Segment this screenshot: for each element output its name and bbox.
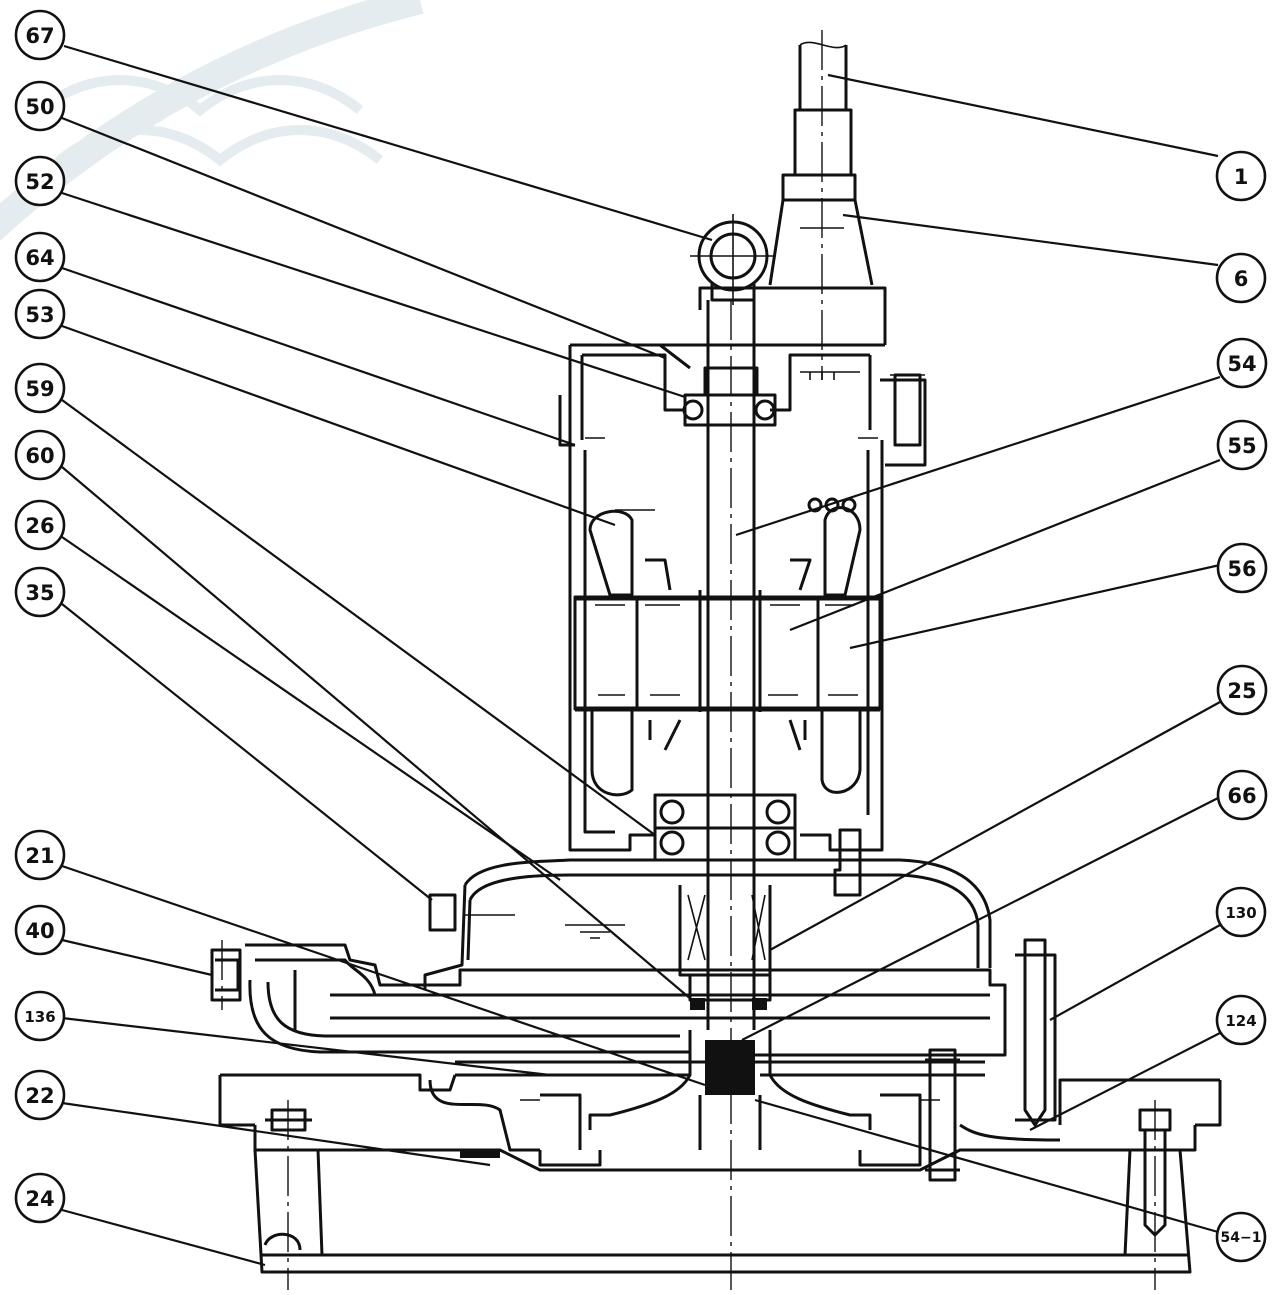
leader-50	[61, 116, 666, 360]
lower-bearings	[653, 793, 797, 862]
leader-21	[61, 864, 706, 1087]
oil-chamber	[423, 828, 992, 990]
callout-26: 26	[14, 499, 66, 551]
callout-label: 56	[1227, 557, 1256, 581]
leader-56	[849, 563, 1221, 650]
callout-label: 67	[25, 24, 54, 48]
callout-label: 59	[25, 377, 54, 401]
callout-label: 21	[25, 844, 54, 868]
stator-rotor-core	[573, 590, 882, 712]
leader-124	[1029, 1032, 1221, 1131]
callout-35: 35	[14, 566, 66, 618]
leader-24	[61, 1208, 266, 1267]
callout-54: 54	[1216, 337, 1268, 389]
callout-6: 6	[1215, 252, 1267, 304]
leader-6	[842, 213, 1219, 267]
leader-54-1	[754, 1098, 1219, 1234]
leader-54	[735, 375, 1221, 537]
watermark-logo	[0, 0, 424, 242]
leader-64	[61, 266, 576, 447]
leader-136	[61, 1016, 551, 1077]
leader-1	[827, 73, 1219, 158]
callout-40: 40	[14, 904, 66, 956]
leader-40	[61, 938, 213, 977]
callout-label: 55	[1227, 434, 1256, 458]
callout-21: 21	[14, 829, 66, 881]
callout-label: 136	[24, 1008, 55, 1026]
leader-22	[61, 1101, 491, 1167]
callout-label: 64	[25, 246, 54, 270]
callout-22: 22	[14, 1069, 66, 1121]
callout-1: 1	[1215, 150, 1267, 202]
callout-59: 59	[14, 362, 66, 414]
callout-66: 66	[1216, 769, 1268, 821]
callout-label: 35	[25, 581, 54, 605]
callout-136: 136	[14, 990, 66, 1042]
callout-label: 53	[25, 303, 54, 327]
callout-52: 52	[14, 155, 66, 207]
leader-59	[61, 399, 656, 836]
bolts	[215, 940, 1172, 1290]
callout-label: 22	[25, 1084, 54, 1108]
mechanical-seal	[678, 885, 772, 1010]
leader-53	[61, 324, 616, 527]
impeller	[520, 1030, 940, 1150]
callout-54-1: 54−1	[1215, 1211, 1267, 1263]
pump-drawing	[210, 30, 1222, 1290]
callout-24: 24	[14, 1172, 66, 1224]
callout-label: 25	[1227, 679, 1256, 703]
callout-130: 130	[1215, 886, 1267, 938]
cable-gland	[768, 30, 874, 380]
leader-35	[61, 603, 433, 901]
callout-label: 54	[1227, 352, 1256, 376]
callout-50: 50	[14, 80, 66, 132]
callout-55: 55	[1216, 419, 1268, 471]
lifting-eye	[690, 214, 776, 305]
callout-label: 130	[1225, 904, 1256, 922]
upper-bearing	[682, 366, 777, 427]
leader-lines	[61, 44, 1221, 1267]
callout-label: 6	[1234, 267, 1249, 291]
leader-55	[789, 458, 1221, 632]
callout-67: 67	[14, 9, 66, 61]
leader-60	[61, 466, 693, 1001]
callout-label: 54−1	[1221, 1230, 1262, 1246]
callout-label: 1	[1234, 165, 1249, 189]
callout-label: 40	[25, 919, 54, 943]
leader-66	[741, 796, 1221, 1041]
callout-label: 26	[25, 514, 54, 538]
motor-top-cover	[558, 286, 927, 467]
callout-label: 124	[1225, 1012, 1256, 1030]
callout-56: 56	[1216, 542, 1268, 594]
callout-53: 53	[14, 288, 66, 340]
callout-25: 25	[1216, 664, 1268, 716]
callout-label: 24	[25, 1187, 54, 1211]
leader-67	[63, 44, 713, 242]
motor-housing	[568, 440, 884, 852]
leader-25	[769, 701, 1221, 951]
callout-64: 64	[14, 231, 66, 283]
callout-124: 124	[1215, 994, 1267, 1046]
stator-windings	[588, 497, 862, 797]
callout-label: 66	[1227, 784, 1256, 808]
base-plate	[218, 1073, 1222, 1274]
callout-60: 60	[14, 429, 66, 481]
callout-label: 60	[25, 444, 54, 468]
leader-52	[61, 191, 686, 399]
leader-26	[61, 536, 561, 881]
callout-label: 50	[25, 95, 54, 119]
leader-130	[1049, 924, 1221, 1021]
callout-label: 52	[25, 170, 54, 194]
